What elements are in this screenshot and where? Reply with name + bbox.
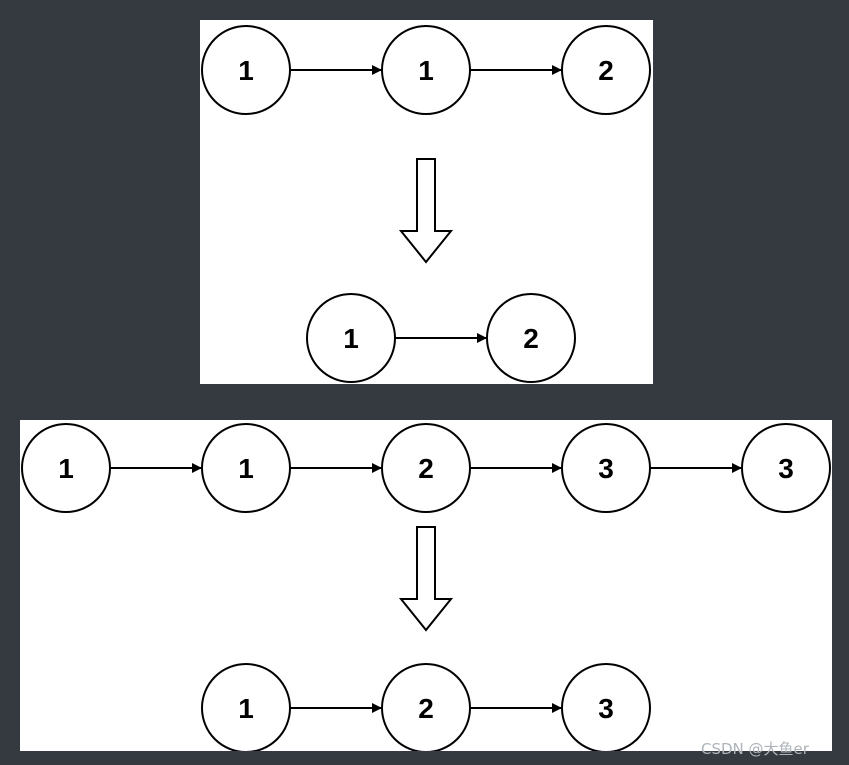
example-2-after-node-label: 2 (418, 693, 434, 724)
example-2-before-node (741, 423, 831, 513)
example-1-before-node-label: 1 (418, 55, 434, 86)
example-2-before-node (21, 423, 111, 513)
transform-arrow (398, 526, 454, 632)
example-1-diagram: 1 1 2 1 2 (201, 25, 651, 383)
example-2-after-node (561, 663, 651, 751)
example-2-before-node-label: 3 (778, 453, 794, 484)
example-2-before-node-label: 1 (238, 453, 254, 484)
example-2-before-node (381, 423, 471, 513)
example-1-after-node-label: 1 (343, 323, 359, 354)
example-2-after-node-label: 3 (598, 693, 614, 724)
example-2-before-node-label: 1 (58, 453, 74, 484)
example-2-after-node (201, 663, 291, 751)
example-1-before-node (381, 25, 471, 115)
example-2-before-node-label: 2 (418, 453, 434, 484)
example-2-after-node (381, 663, 471, 751)
example-1-after-node (486, 293, 576, 383)
watermark-text: CSDN @大鱼er (701, 740, 809, 758)
example-1-before-node-label: 1 (238, 55, 254, 86)
example-2-before-node (201, 423, 291, 513)
example-2-before-node (561, 423, 651, 513)
example-2-after-node-label: 1 (238, 693, 254, 724)
example-2-before-node-label: 3 (598, 453, 614, 484)
example-1-before-node (561, 25, 651, 115)
example-1-panel: 1 1 2 1 2 (200, 20, 653, 384)
example-2-panel: 1 1 2 3 3 1 2 3 (20, 420, 832, 751)
example-2-diagram: 1 1 2 3 3 1 2 3 (21, 423, 831, 751)
example-1-before-node (201, 25, 291, 115)
example-1-before-node-label: 2 (598, 55, 614, 86)
transform-arrow (398, 158, 454, 264)
example-1-after-node-label: 2 (523, 323, 539, 354)
example-1-after-node (306, 293, 396, 383)
